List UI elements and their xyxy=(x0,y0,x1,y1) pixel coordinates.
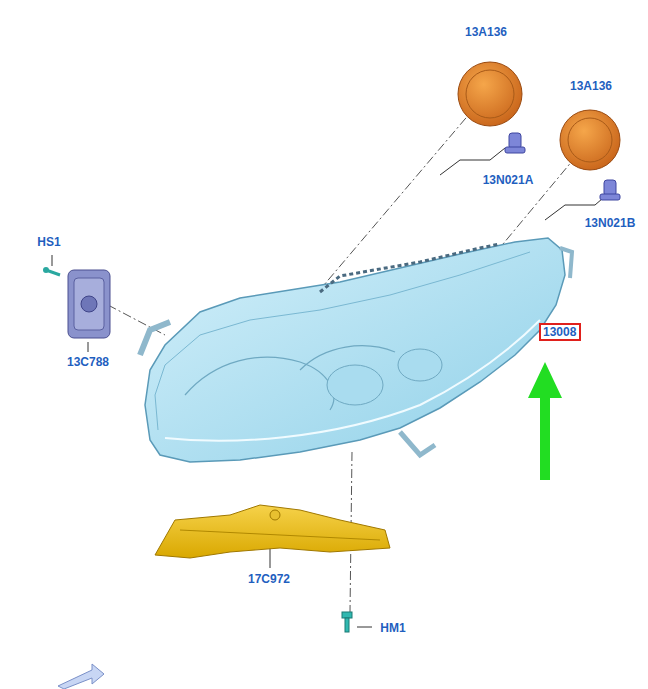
screw xyxy=(342,612,352,632)
bulbs xyxy=(505,133,620,200)
callout-number: 13A136 xyxy=(464,25,508,39)
dust-caps xyxy=(458,62,620,170)
callout-number: 17C972 xyxy=(247,572,291,586)
callout-leaders xyxy=(52,38,610,627)
pointer-arrow xyxy=(528,362,562,480)
callout-number: 13A136 xyxy=(569,79,613,93)
mounting-bracket xyxy=(155,505,390,558)
callout-number: 13N021B xyxy=(584,216,637,230)
headlamp-assembly xyxy=(140,238,572,462)
callout-number: HS1 xyxy=(36,235,61,249)
orientation-icon xyxy=(58,664,104,689)
callout-number: 13C788 xyxy=(66,355,110,369)
callout-number: HM1 xyxy=(379,621,406,635)
callout-number: 13N021A xyxy=(482,173,535,187)
part-number: 13008 xyxy=(543,325,577,339)
part-number-box: 13008 xyxy=(539,323,581,341)
control-module xyxy=(43,267,110,338)
leader-lines xyxy=(108,92,588,612)
